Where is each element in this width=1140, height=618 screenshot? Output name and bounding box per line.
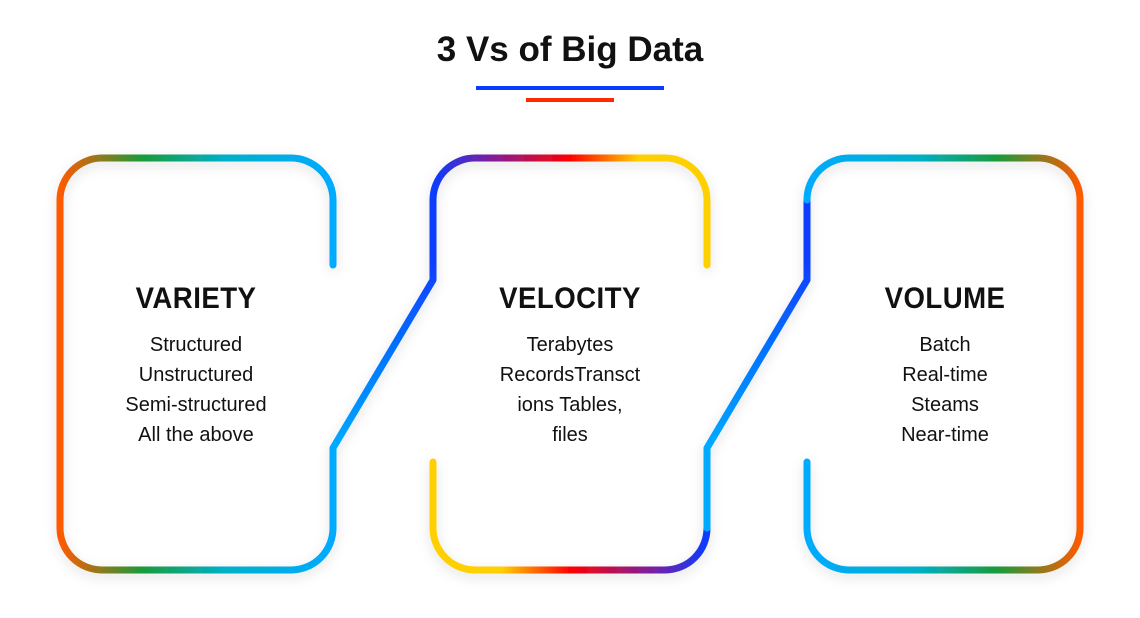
- card-volume: VOLUME Batch Real-time Steams Near-time: [825, 282, 1065, 450]
- card-line: Batch: [919, 334, 971, 356]
- card-velocity: VELOCITY Terabytes RecordsTransct ions T…: [450, 282, 690, 450]
- variety-frame-top: [56, 154, 337, 269]
- velocity-frame-top: [429, 154, 711, 269]
- card-line: Steams: [911, 394, 979, 416]
- connector-1: [329, 196, 437, 532]
- card-line: Structured: [149, 334, 243, 356]
- card-variety: VARIETY Structured Unstructured Semi-str…: [76, 282, 316, 450]
- card-line: ions Tables,: [517, 394, 623, 416]
- card-line: Terabytes: [526, 334, 614, 356]
- card-line: RecordsTransct: [499, 364, 641, 386]
- title-underline-blue: [476, 86, 664, 90]
- card-line: files: [552, 424, 588, 446]
- title-underline-red: [526, 98, 614, 102]
- card-title: VARIETY: [135, 282, 257, 315]
- card-line: Semi-structured: [125, 394, 267, 416]
- page-title: 3 Vs of Big Data: [436, 30, 704, 69]
- card-title: VELOCITY: [499, 282, 641, 315]
- card-line: Unstructured: [138, 364, 254, 386]
- card-line: Real-time: [902, 364, 988, 386]
- volume-frame-bottom: [803, 458, 1084, 574]
- card-line: All the above: [138, 424, 254, 446]
- card-title: VOLUME: [884, 282, 1006, 315]
- volume-frame-top: [803, 154, 1084, 204]
- card-line: Near-time: [901, 424, 989, 446]
- velocity-frame-bottom: [429, 458, 711, 574]
- variety-frame-bottom: [56, 524, 337, 574]
- connector-2: [703, 196, 811, 532]
